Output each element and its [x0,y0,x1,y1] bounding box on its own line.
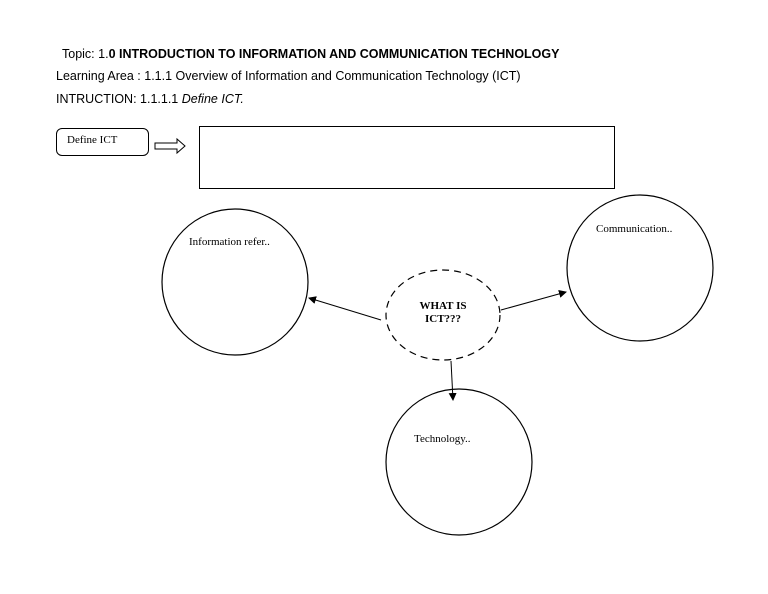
what-is-ict-text: WHAT IS ICT??? [400,300,486,326]
information-circle[interactable] [161,208,309,356]
technology-circle[interactable] [385,388,533,536]
what-is-ict-ellipse [385,269,501,361]
topic-prefix: Topic: 1. [62,47,109,61]
topic-line: Topic: 1.0 INTRODUCTION TO INFORMATION A… [62,47,559,61]
arrow-to-information [308,296,382,321]
information-label: Information refer.. [189,236,270,248]
instruction-text: Define ICT. [181,92,244,106]
learning-area: Learning Area : 1.1.1 Overview of Inform… [56,69,521,83]
communication-label: Communication.. [596,223,673,235]
technology-label: Technology.. [414,433,471,445]
topic-title: 0 INTRODUCTION TO INFORMATION AND COMMUN… [108,47,560,61]
communication-circle[interactable] [566,194,714,342]
instruction-prefix: INTRUCTION: 1.1.1.1 [56,92,182,106]
center-line-1: WHAT IS [419,300,467,312]
define-ict-box: Define ICT [56,128,149,156]
arrow-to-technology [448,360,457,401]
double-arrow-icon [154,137,186,155]
definition-answer-box[interactable] [199,126,615,189]
define-ict-label: Define ICT [67,134,118,146]
arrow-to-communication [500,290,567,311]
instruction-line: INTRUCTION: 1.1.1.1 Define ICT. [56,92,244,106]
center-line-2: ICT??? [424,313,462,325]
